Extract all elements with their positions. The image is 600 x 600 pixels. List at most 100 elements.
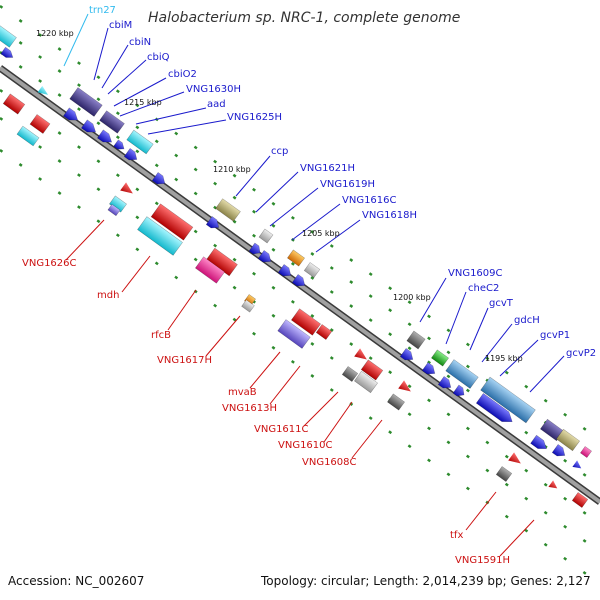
gene-feature-body — [126, 129, 154, 155]
gene-arrow-small — [37, 85, 49, 95]
label-leader-line — [499, 519, 535, 557]
gene-arrow — [97, 129, 113, 143]
scale-label: 1195 kbp — [485, 354, 523, 363]
gene-label-gcvT[interactable]: gcvT — [489, 298, 514, 309]
gene-feature — [123, 148, 138, 161]
gene-label-trn27[interactable]: trn27 — [89, 5, 116, 16]
gene-feature — [341, 366, 359, 382]
gene-feature-body — [69, 87, 103, 117]
gene-feature — [303, 262, 321, 278]
gene-arrow-small — [398, 380, 411, 392]
gene-feature — [0, 46, 14, 58]
gene-label-gdcH[interactable]: gdcH — [514, 315, 540, 326]
gene-feature-body — [0, 24, 17, 48]
gene-feature-body — [287, 249, 305, 267]
gene-arrow — [248, 242, 261, 255]
forward-track-inner — [0, 4, 600, 442]
label-leader-line — [269, 365, 301, 405]
gene-label-VNG1617H[interactable]: VNG1617H — [157, 355, 212, 366]
scale-labels: 1220 kbp 1215 kbp 1210 kbp 1205 kbp 1200… — [36, 29, 523, 363]
gene-feature — [205, 216, 220, 229]
gene-feature — [113, 139, 125, 150]
gene-label-rfcB[interactable]: rfcB — [151, 330, 171, 341]
gene-arrow — [399, 348, 414, 361]
gene-feature-body — [556, 428, 580, 452]
gene-label-VNG1621H[interactable]: VNG1621H — [300, 163, 355, 174]
gene-arrow — [81, 119, 97, 133]
gene-label-VNG1618H[interactable]: VNG1618H — [362, 210, 417, 221]
label-leader-line — [419, 277, 447, 323]
gene-feature-body — [107, 203, 121, 217]
label-leader-line — [205, 315, 241, 357]
gene-label-VNG1609C[interactable]: VNG1609C — [448, 268, 503, 279]
gene-label-mvaB[interactable]: mvaB — [228, 387, 257, 398]
gene-label-ccp[interactable]: ccp — [271, 146, 288, 157]
gene-feature — [508, 452, 521, 464]
gene-label-VNG1619H[interactable]: VNG1619H — [320, 179, 375, 190]
gene-label-VNG1608C[interactable]: VNG1608C — [302, 457, 357, 468]
gene-feature-body — [341, 366, 359, 382]
gene-feature — [16, 125, 40, 147]
gene-label-aad[interactable]: aad — [207, 99, 226, 110]
gene-feature — [571, 492, 589, 508]
label-leader-line — [121, 255, 151, 293]
gene-feature — [120, 182, 133, 194]
gene-feature — [580, 446, 592, 458]
gene-feature — [150, 203, 194, 241]
gene-label-cheC2[interactable]: cheC2 — [468, 283, 499, 294]
gene-feature — [0, 24, 17, 48]
gene-arrow — [123, 148, 138, 161]
scale-label: 1215 kbp — [124, 98, 162, 107]
gene-feature-body — [29, 114, 51, 134]
gene-feature-body — [2, 93, 26, 115]
gene-label-VNG1591H[interactable]: VNG1591H — [455, 555, 510, 566]
gene-feature — [315, 324, 333, 340]
gene-arrow — [475, 393, 513, 422]
gene-label-VNG1616C[interactable]: VNG1616C — [342, 195, 397, 206]
gene-arrow — [551, 444, 566, 457]
gene-label-VNG1626C[interactable]: VNG1626C — [22, 258, 77, 269]
gene-feature-body — [571, 492, 589, 508]
gene-label-gcvP1[interactable]: gcvP1 — [540, 330, 570, 341]
gene-feature — [431, 349, 449, 367]
gene-feature — [195, 256, 225, 284]
gene-label-VNG1613H[interactable]: VNG1613H — [222, 403, 277, 414]
label-leader-line — [303, 391, 339, 427]
gene-arrow — [277, 264, 292, 277]
gene-feature — [257, 250, 272, 263]
gene-label-cbiN[interactable]: cbiN — [129, 37, 151, 48]
gene-feature — [406, 330, 426, 350]
gene-arrow — [113, 139, 125, 150]
gene-feature-body — [137, 216, 183, 256]
gene-label-tfx[interactable]: tfx — [450, 530, 463, 541]
label-leader-line — [63, 13, 89, 67]
gene-feature-body — [431, 349, 449, 367]
gene-label-cbiO2[interactable]: cbiO2 — [168, 69, 197, 80]
gene-feature — [556, 428, 580, 452]
gene-feature — [248, 242, 261, 255]
gene-feature-body — [16, 125, 40, 147]
gene-feature — [277, 319, 311, 349]
gene-label-VNG1610C[interactable]: VNG1610C — [278, 440, 333, 451]
gene-label-mdh[interactable]: mdh — [97, 290, 119, 301]
gene-arrow-small — [354, 348, 367, 360]
gene-feature — [126, 129, 154, 155]
gene-label-cbiQ[interactable]: cbiQ — [147, 52, 170, 63]
gene-feature — [354, 348, 367, 360]
gene-label-VNG1630H[interactable]: VNG1630H — [186, 84, 241, 95]
gene-arrow — [0, 46, 14, 58]
scale-label: 1220 kbp — [36, 29, 74, 38]
gene-label-gcvP2[interactable]: gcvP2 — [566, 348, 596, 359]
gene-feature-body — [495, 466, 513, 482]
forward-strand-ticks — [0, 4, 600, 488]
gene-label-cbiM[interactable]: cbiM — [109, 20, 132, 31]
gene-feature — [29, 114, 51, 134]
label-leader-line — [315, 219, 361, 253]
gene-feature-body — [291, 308, 321, 336]
gene-feature — [452, 384, 465, 397]
gene-feature — [287, 249, 305, 267]
gene-feature — [151, 172, 166, 185]
gene-label-VNG1625H[interactable]: VNG1625H — [227, 112, 282, 123]
gene-label-VNG1611C[interactable]: VNG1611C — [254, 424, 309, 435]
